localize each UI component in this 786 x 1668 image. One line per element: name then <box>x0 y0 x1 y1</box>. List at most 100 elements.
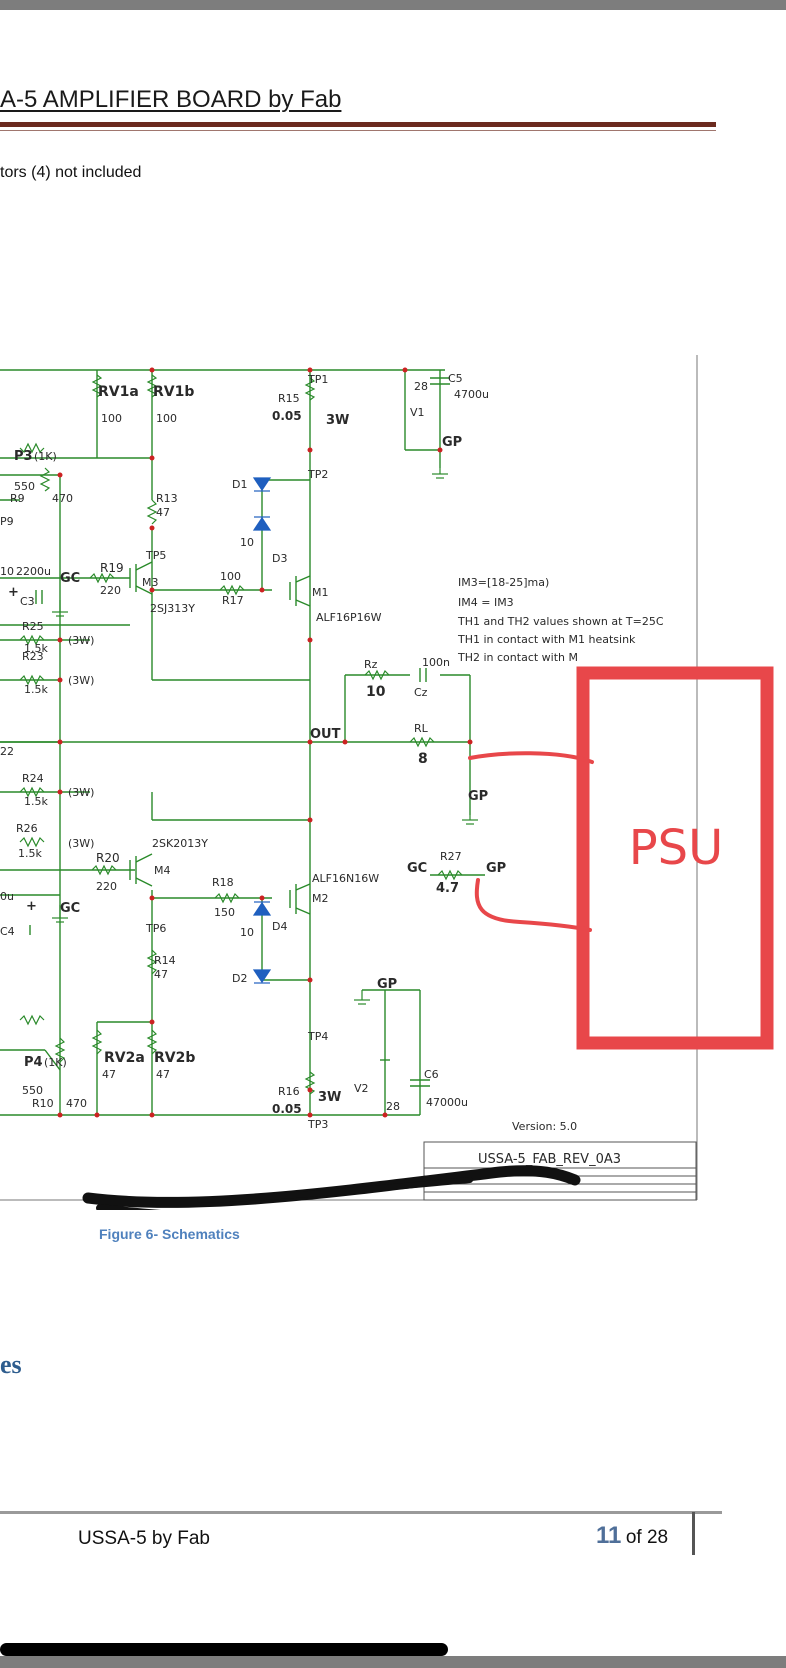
label-rv1b-val: 100 <box>156 412 177 425</box>
label-plus2: + <box>26 899 37 914</box>
label-d4: D4 <box>272 920 287 933</box>
label-d1: D1 <box>232 478 247 491</box>
label-tp2: TP2 <box>307 468 328 481</box>
label-r27-val: 4.7 <box>436 881 459 896</box>
label-gp4: GP <box>486 861 506 876</box>
label-r20: R20 <box>96 851 120 865</box>
label-r18: R18 <box>212 876 234 889</box>
label-p9: P9 <box>0 515 14 528</box>
label-rl-val: 8 <box>418 751 428 767</box>
label-r9: R9 <box>10 492 25 505</box>
title-rule-thick <box>0 122 716 127</box>
label-d4-10: 10 <box>240 926 254 939</box>
label-r13: R13 <box>156 492 178 505</box>
label-r23-w: (3W) <box>68 674 94 687</box>
label-tp6: TP6 <box>145 922 166 935</box>
label-rv2b-val: 47 <box>156 1068 170 1081</box>
label-r13-val: 47 <box>156 506 170 519</box>
label-r27: R27 <box>440 850 462 863</box>
label-c6: C6 <box>424 1068 439 1081</box>
label-m4: M4 <box>154 864 171 877</box>
label-m2: M2 <box>312 892 329 905</box>
label-r24-w: (3W) <box>68 786 94 799</box>
label-c5-val: 4700u <box>454 388 489 401</box>
label-rv1b: RV1b <box>153 384 194 400</box>
label-r16-val: 0.05 <box>272 1102 302 1116</box>
label-v2: V2 <box>354 1082 369 1095</box>
amplifier-schematic: RV1a RV1b 100 100 P3 (1K) 550 R9 470 P9 … <box>0 355 774 1210</box>
label-r19: R19 <box>100 561 124 575</box>
page-title: A-5 AMPLIFIER BOARD by Fab <box>0 86 342 113</box>
label-r19-val: 220 <box>100 584 121 597</box>
label-rv2b: RV2b <box>154 1050 195 1066</box>
label-p4: P4 <box>24 1055 43 1070</box>
label-c6-val: 47000u <box>426 1096 468 1109</box>
label-r25: R25 <box>22 620 44 633</box>
label-r14-val: 47 <box>154 968 168 981</box>
page-number: 11 <box>596 1522 622 1549</box>
label-m1: M1 <box>312 586 329 599</box>
diode-symbols <box>252 477 272 984</box>
label-cz: Cz <box>414 686 428 699</box>
design-note-4: TH1 in contact with M1 heatsink <box>457 633 636 646</box>
label-c3-10: 10 <box>0 565 14 578</box>
ground-symbols <box>52 468 478 1005</box>
label-r9-val: 470 <box>52 492 73 505</box>
label-c5-28: 28 <box>414 380 428 393</box>
label-m3: M3 <box>142 576 159 589</box>
label-cz-val: 100n <box>422 656 450 669</box>
label-r14: R14 <box>154 954 176 967</box>
label-m1-part: ALF16P16W <box>316 611 382 624</box>
label-r23-val: 1.5k <box>24 683 48 696</box>
label-r17: R17 <box>222 594 244 607</box>
label-c4-val: 0u <box>0 890 14 903</box>
schematic-labels: RV1a RV1b 100 100 P3 (1K) 550 R9 470 P9 … <box>0 372 664 1167</box>
top-status-bar <box>0 0 786 10</box>
design-note-3: TH1 and TH2 values shown at T=25C <box>457 615 664 628</box>
label-r15-w: 3W <box>326 413 349 428</box>
schematic-wires <box>0 369 485 1116</box>
footer-rule <box>0 1511 722 1514</box>
label-r18-val: 150 <box>214 906 235 919</box>
label-r15: R15 <box>278 392 300 405</box>
version-label: Version: 5.0 <box>512 1120 577 1133</box>
label-r17-val: 100 <box>220 570 241 583</box>
label-plus1: + <box>8 585 19 600</box>
figure-caption: Figure 6- Schematics <box>99 1226 240 1242</box>
label-550a: 550 <box>14 480 35 493</box>
psu-annotation <box>468 666 774 1050</box>
label-p4-val: (1K) <box>44 1056 67 1069</box>
label-rl: RL <box>414 722 429 735</box>
label-rv1a-val: 100 <box>101 412 122 425</box>
label-r16: R16 <box>278 1085 300 1098</box>
page-total: of 28 <box>625 1527 669 1548</box>
title-rule-thin <box>0 130 716 131</box>
label-p3: P3 <box>14 449 33 464</box>
title-block-name: USSA-5_FAB_REV_0A3 <box>478 1152 621 1167</box>
label-r20-val: 220 <box>96 880 117 893</box>
label-r26-val: 1.5k <box>18 847 42 860</box>
label-c4: C4 <box>0 925 15 938</box>
home-indicator[interactable] <box>0 1643 448 1656</box>
footer-page-indicator: 11 of 28 <box>596 1522 668 1550</box>
label-d3-10: 10 <box>240 536 254 549</box>
capacitor-note: tors (4) not included <box>0 164 142 181</box>
label-d2: D2 <box>232 972 247 985</box>
footer-doc-name: USSA-5 by Fab <box>78 1528 210 1549</box>
junction-nodes <box>57 367 473 1118</box>
label-gc1: GC <box>60 571 80 586</box>
label-r22: 22 <box>0 745 14 758</box>
label-r10-val: 470 <box>66 1097 87 1110</box>
label-rz-val: 10 <box>366 684 386 700</box>
label-gc2: GC <box>60 901 80 916</box>
psu-label: PSU <box>629 820 724 876</box>
label-c5: C5 <box>448 372 463 385</box>
label-r25-w: (3W) <box>68 634 94 647</box>
section-heading-fragment: es <box>0 1350 22 1379</box>
label-r26: R26 <box>16 822 38 835</box>
label-r26-w: (3W) <box>68 837 94 850</box>
label-gp2: GP <box>377 977 397 992</box>
label-d3: D3 <box>272 552 287 565</box>
label-gp1: GP <box>442 435 462 450</box>
label-rv2a: RV2a <box>104 1050 145 1066</box>
